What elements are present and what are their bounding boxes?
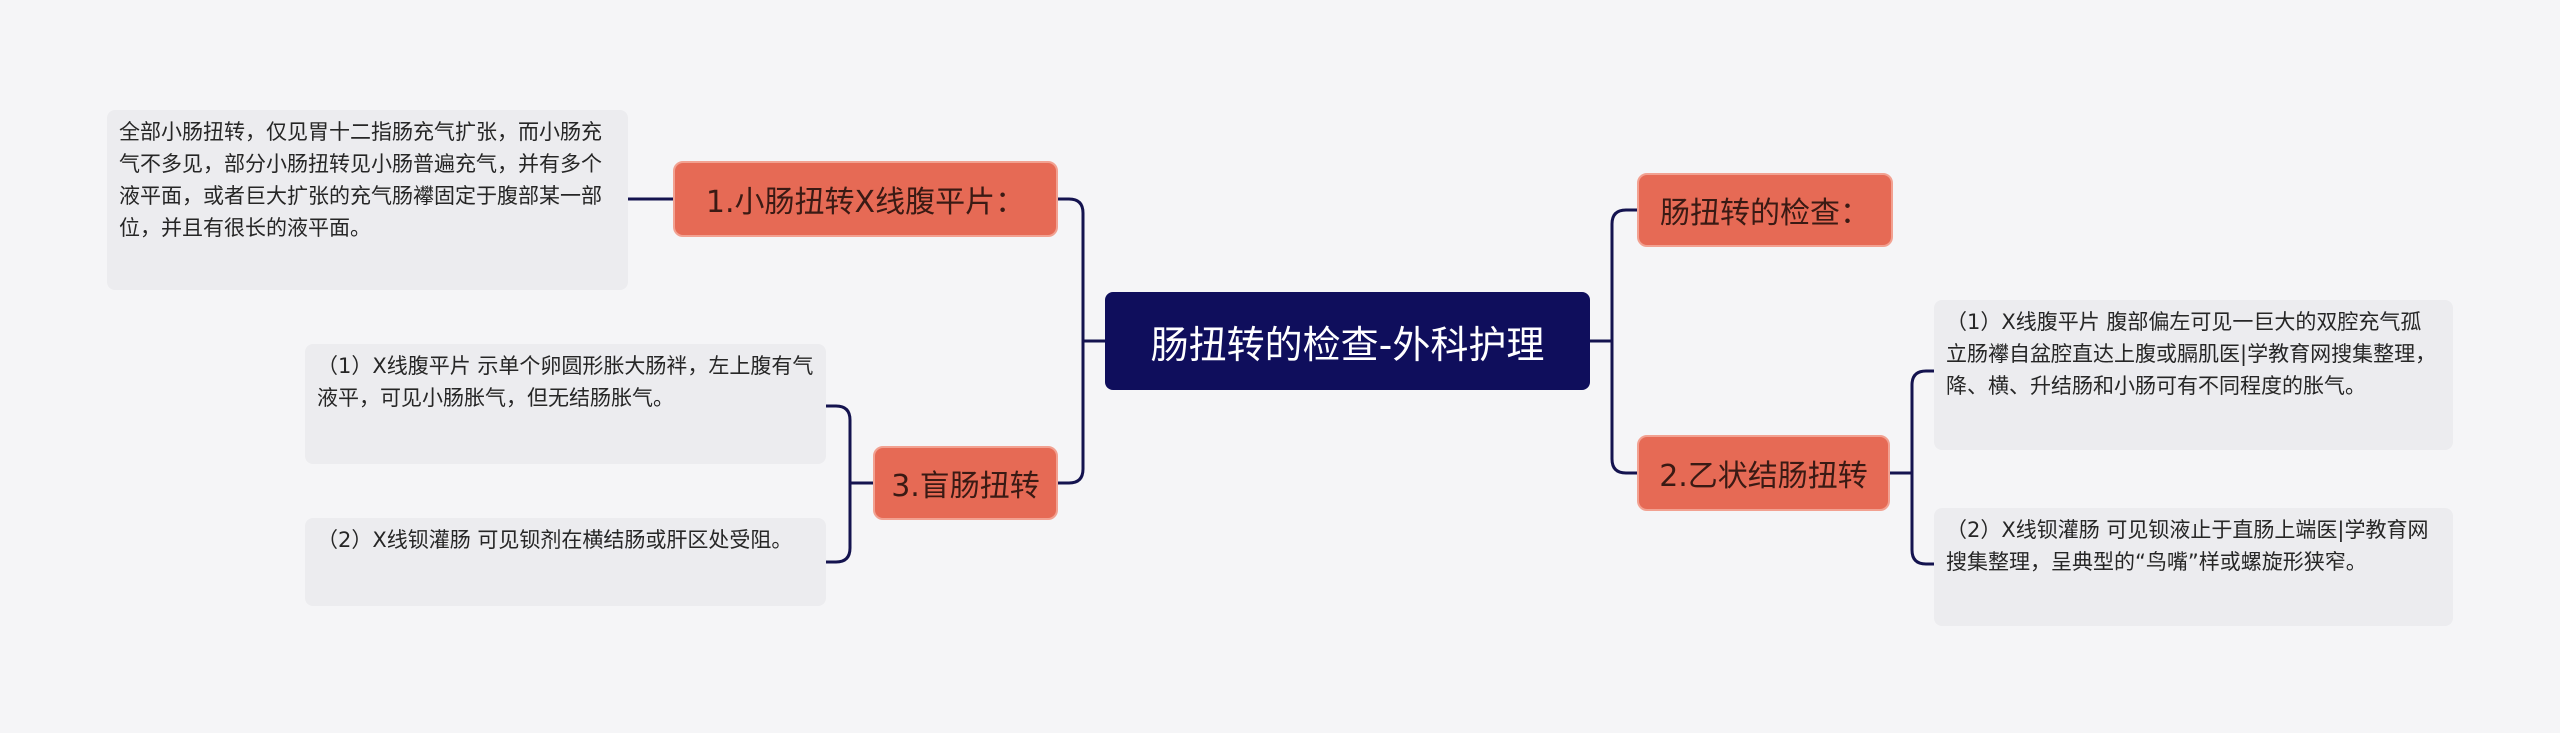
leaf-xray-detail[interactable]: 全部小肠扭转，仅见胃十二指肠充气扩张，而小肠充气不多见，部分小肠扭转见小肠普遍充…	[107, 110, 628, 290]
connector-to-cecum-2	[824, 481, 852, 564]
leaf-sigmoid-1[interactable]: （1）X线腹平片 腹部偏左可见一巨大的双腔充气孤立肠襻自盆腔直达上腹或膈肌医|学…	[1934, 300, 2453, 450]
leaf-cecum-1-text: （1）X线腹平片 示单个卵圆形胀大肠袢，左上腹有气液平，可见小肠胀气，但无结肠胀…	[317, 354, 814, 410]
branch-sigmoid-node[interactable]: 2.乙状结肠扭转	[1637, 435, 1890, 511]
leaf-sigmoid-1-text: （1）X线腹平片 腹部偏左可见一巨大的双腔充气孤立肠襻自盆腔直达上腹或膈肌医|学…	[1946, 310, 2437, 398]
leaf-xray-detail-text: 全部小肠扭转，仅见胃十二指肠充气扩张，而小肠充气不多见，部分小肠扭转见小肠普遍充…	[119, 120, 602, 240]
leaf-cecum-2[interactable]: （2）X线钡灌肠 可见钡剂在横结肠或肝区处受阻。	[305, 518, 826, 606]
leaf-sigmoid-2[interactable]: （2）X线钡灌肠 可见钡液止于直肠上端医|学教育网搜集整理，呈典型的“鸟嘴”样或…	[1934, 508, 2453, 626]
connector-to-cecum	[1056, 339, 1085, 485]
leaf-cecum-2-text: （2）X线钡灌肠 可见钡剂在横结肠或肝区处受阻。	[317, 528, 793, 552]
leaf-cecum-1[interactable]: （1）X线腹平片 示单个卵圆形胀大肠袢，左上腹有气液平，可见小肠胀气，但无结肠胀…	[305, 344, 826, 464]
connector-to-sigmoid	[1610, 339, 1639, 475]
connector-to-exam	[1610, 208, 1639, 343]
branch-cecum-node[interactable]: 3.盲肠扭转	[873, 446, 1058, 520]
connector-to-xray	[1056, 197, 1085, 343]
leaf-sigmoid-2-text: （2）X线钡灌肠 可见钡液止于直肠上端医|学教育网搜集整理，呈典型的“鸟嘴”样或…	[1946, 518, 2429, 574]
connector-to-sigmoid-1	[1910, 369, 1936, 475]
branch-exam-node[interactable]: 肠扭转的检查：	[1637, 173, 1893, 247]
root-node[interactable]: 肠扭转的检查-外科护理	[1105, 292, 1590, 390]
connector-to-cecum-1	[824, 404, 852, 485]
branch-xray-node[interactable]: 1.小肠扭转X线腹平片：	[673, 161, 1058, 237]
connector-to-sigmoid-2	[1910, 471, 1936, 566]
